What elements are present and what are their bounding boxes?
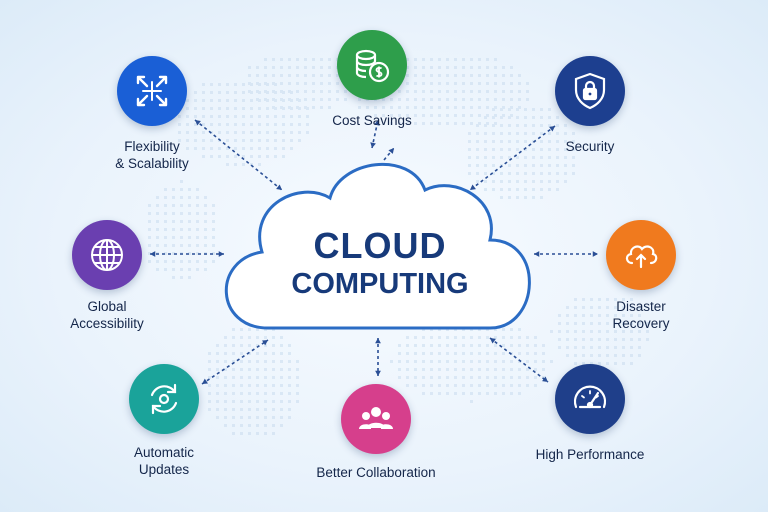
- people-group-icon: [341, 384, 411, 454]
- node-flexibility-scalability: Flexibility & Scalability: [82, 56, 222, 172]
- arrow-performance: [489, 337, 549, 383]
- sync-gear-icon: [129, 364, 199, 434]
- label-disaster-recovery: Disaster Recovery: [612, 299, 670, 331]
- label-better-collaboration: Better Collaboration: [316, 465, 436, 480]
- center-title-line1: CLOUD: [313, 225, 447, 266]
- center-title: CLOUD COMPUTING: [250, 226, 510, 302]
- label-global-accessibility: Global Accessibility: [70, 299, 144, 331]
- node-disaster-recovery: Disaster Recovery: [571, 220, 711, 332]
- node-global-accessibility: Global Accessibility: [37, 220, 177, 332]
- arrow-cost-right: [383, 147, 395, 161]
- node-automatic-updates: Automatic Updates: [94, 364, 234, 478]
- node-cost-savings: Cost Savings: [302, 30, 442, 129]
- label-flexibility-scalability: Flexibility & Scalability: [115, 139, 189, 171]
- label-security: Security: [565, 139, 615, 154]
- arrow-global: [150, 251, 224, 257]
- label-automatic-updates: Automatic Updates: [133, 445, 195, 477]
- arrow-updates: [201, 339, 269, 385]
- expand-arrows-icon: [117, 56, 187, 126]
- arrow-disaster: [534, 251, 598, 257]
- arrow-flexibility: [194, 119, 283, 191]
- label-high-performance: High Performance: [535, 447, 645, 462]
- arrow-collaboration: [375, 338, 381, 376]
- node-better-collaboration: Better Collaboration: [306, 384, 446, 481]
- center-title-line2: COMPUTING: [291, 268, 469, 300]
- node-high-performance: High Performance: [520, 364, 660, 463]
- globe-icon: [72, 220, 142, 290]
- arrow-security: [469, 125, 556, 191]
- arrow-cost: [370, 119, 380, 149]
- speedometer-icon: [555, 364, 625, 434]
- shield-lock-icon: [555, 56, 625, 126]
- label-cost-savings: Cost Savings: [332, 113, 412, 128]
- central-cloud-shape: [224, 162, 531, 330]
- coins-dollar-icon: [337, 30, 407, 100]
- cloud-upload-icon: [606, 220, 676, 290]
- node-security: Security: [520, 56, 660, 155]
